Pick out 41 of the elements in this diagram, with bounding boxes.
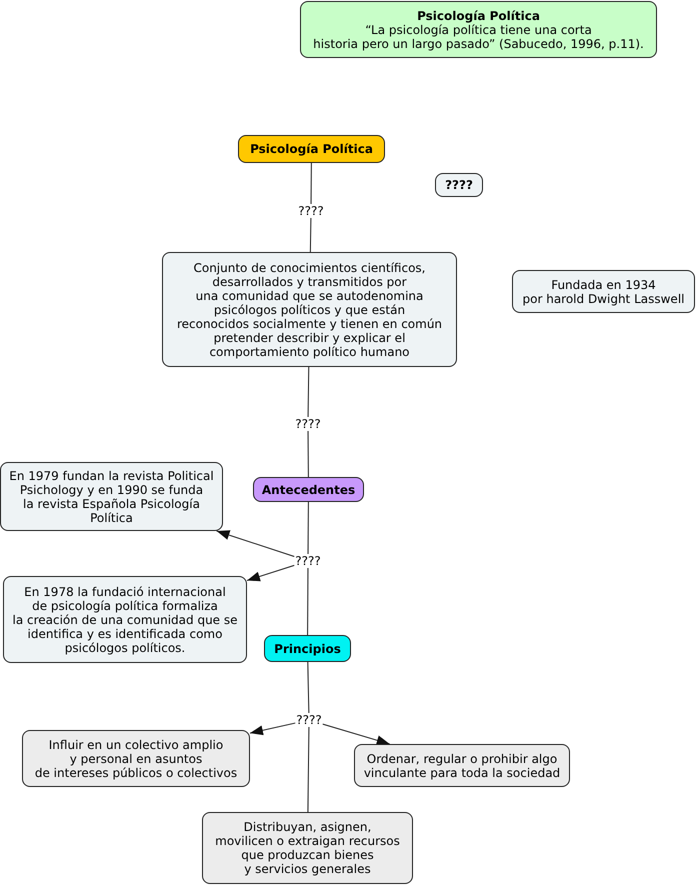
connector-line <box>310 218 312 252</box>
concept-box <box>22 730 250 787</box>
concept-text: Ordenar, regular o prohibir algo vinculante para toda la sociedad <box>364 752 560 780</box>
connector-line <box>308 502 309 554</box>
concept-text: Influir en un colectivo amplio y personal en asuntos de intereses públicos o colectivos <box>34 738 238 780</box>
arrow <box>250 722 296 736</box>
arrow <box>216 530 295 557</box>
linking-phrase: ???? <box>295 713 323 727</box>
concept-box <box>202 812 413 884</box>
arrow <box>246 564 295 582</box>
connector-line <box>308 366 310 418</box>
connector-line <box>307 568 308 636</box>
concept-box <box>238 135 385 163</box>
box-heading: Psicología Política <box>417 8 540 22</box>
concept-box <box>512 270 695 313</box>
concept-label: ???? <box>445 178 473 192</box>
concept-text: Conjunto de conocimientos científicos, desarrollados y transmitidos por una comunidad que se autodenomina psicólogos políticos y que están reconocidos socialmente y tienen en común pretender describir y explicar el comportamiento político humano <box>176 260 442 358</box>
linking-phrase: ???? <box>294 554 322 568</box>
title-box <box>300 1 657 58</box>
concept-label: Principios <box>274 642 341 656</box>
concept-text: En 1978 la fundació internacional de psicología política formaliza la creación de una comunidad que se identifica y es identificada como psicólogos políticos. <box>12 584 238 654</box>
concept-box <box>435 173 483 197</box>
connector-line <box>310 162 312 204</box>
arrow <box>322 724 390 746</box>
quote-text: “La psicología política tiene una corta historia pero un largo pasado” (Sabucedo, 1996, p.11). <box>313 22 644 50</box>
concept-text: Distribuyan, asignen, movilicen o extraigan recursos que produzcan bienes y servicios generales <box>215 820 400 876</box>
connector-line <box>308 430 309 478</box>
linking-phrase: ???? <box>297 204 325 218</box>
concept-box <box>354 744 570 787</box>
concept-box <box>0 462 223 531</box>
concept-label: Psicología Política <box>250 142 373 156</box>
concept-box <box>3 576 247 663</box>
concept-box <box>162 252 457 367</box>
linking-phrase: ???? <box>294 417 322 431</box>
concept-box <box>264 635 351 662</box>
concept-label: Antecedentes <box>262 482 356 496</box>
connector-line <box>307 726 310 812</box>
connector-line <box>307 662 310 714</box>
concept-text: Fundada en 1934 por harold Dwight Lasswell <box>522 278 684 306</box>
concept-box <box>253 477 364 502</box>
concept-text: En 1979 fundan la revista Political Psichology y en 1990 se funda la revista Española Psicología Política <box>9 468 214 524</box>
